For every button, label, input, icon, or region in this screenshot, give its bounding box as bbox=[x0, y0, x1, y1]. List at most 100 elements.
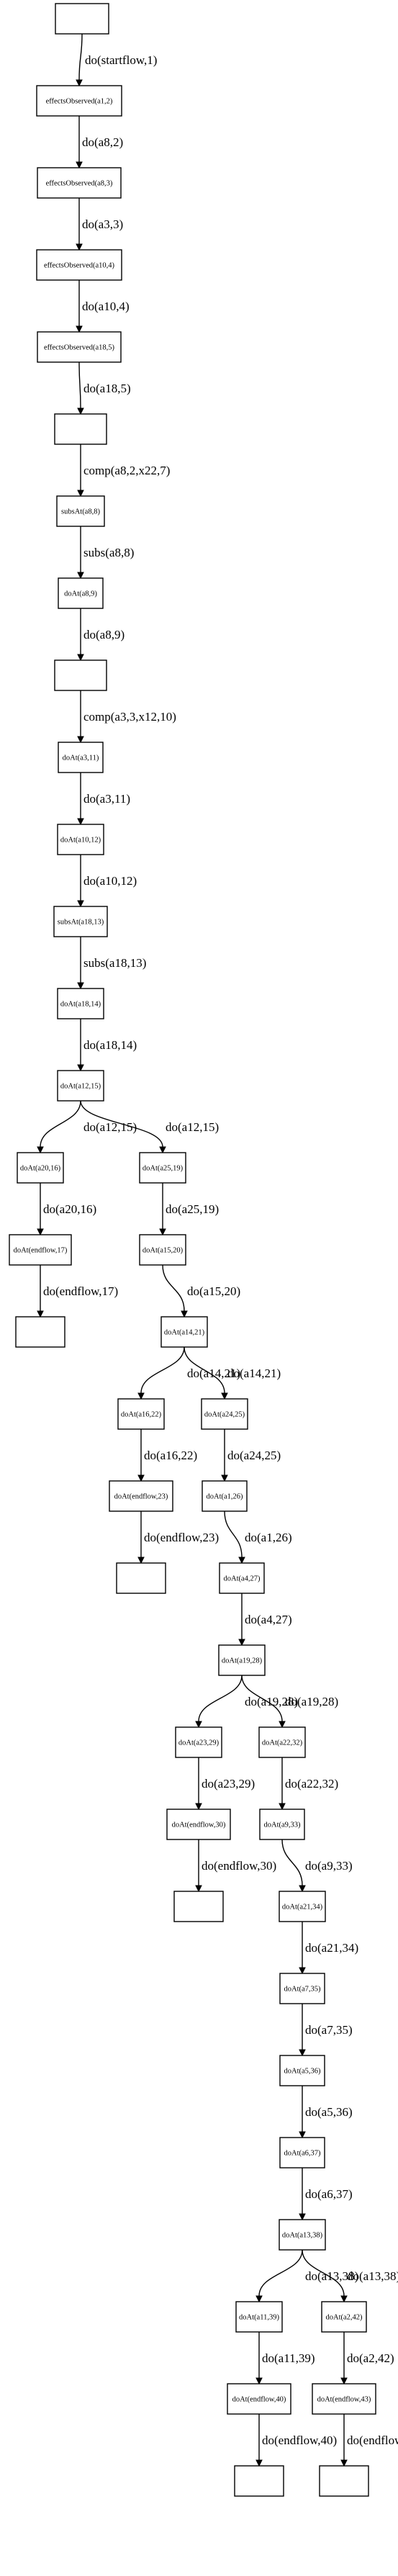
edge-line bbox=[78, 361, 81, 409]
node-box bbox=[202, 1480, 248, 1512]
node-label: doAt(a4,27) bbox=[223, 1575, 261, 1583]
edge-e31: do(a9,33) bbox=[281, 1839, 353, 1893]
edge-e37: do(a11,39) bbox=[255, 2332, 315, 2385]
edge-label: do(a3,3) bbox=[82, 217, 123, 231]
arrowhead bbox=[195, 1803, 202, 1811]
edge-e36: do(a13,38) bbox=[255, 2249, 358, 2303]
node-label: doAt(a25,19) bbox=[143, 1165, 184, 1173]
edge-label: do(a10,4) bbox=[82, 300, 130, 313]
edge-e19: do(a14,21) bbox=[137, 1346, 240, 1400]
arrowhead bbox=[299, 2049, 306, 2057]
edge-e34: do(a5,36) bbox=[299, 2086, 353, 2139]
edge-e12: do(a18,14) bbox=[77, 1019, 137, 1072]
node-box bbox=[219, 1562, 265, 1594]
arrowhead bbox=[37, 1228, 44, 1236]
arrowhead bbox=[181, 1310, 188, 1318]
edge-line bbox=[281, 1839, 303, 1886]
edge-label: do(a14,21) bbox=[187, 1366, 240, 1380]
arrowhead bbox=[255, 2295, 263, 2303]
arrowhead bbox=[76, 79, 83, 87]
node-n12: doAt(a18,14) bbox=[57, 988, 104, 1019]
node-label: doAt(a21,34) bbox=[282, 1904, 323, 1911]
node-box bbox=[227, 2383, 291, 2415]
node-label: doAt(a18,14) bbox=[60, 1001, 101, 1009]
node-box bbox=[55, 3, 109, 35]
node-n19: doAt(a14,21) bbox=[160, 1316, 208, 1348]
node-label: doAt(a20,16) bbox=[20, 1165, 61, 1173]
node-n18: doAt(a15,20) bbox=[139, 1234, 186, 1266]
edge-line bbox=[184, 1346, 225, 1394]
node-n23: doAt(a24,25) bbox=[201, 1398, 248, 1430]
node-n25: doAt(a4,27) bbox=[219, 1562, 265, 1594]
edge-label: do(a19,28) bbox=[285, 1695, 338, 1708]
node-n40: doAt(a2,42) bbox=[321, 2301, 367, 2333]
edge-label: do(endflow,23) bbox=[144, 1531, 219, 1544]
arrowhead bbox=[77, 407, 84, 415]
node-n0 bbox=[55, 3, 109, 35]
node-box bbox=[173, 1891, 224, 1922]
node-box bbox=[58, 742, 104, 773]
edge-line bbox=[162, 1264, 185, 1312]
arrowhead bbox=[255, 2377, 263, 2385]
edge-e15: do(endflow,17) bbox=[37, 1265, 118, 1318]
arrowhead bbox=[77, 736, 84, 744]
edge-label: do(a20,16) bbox=[43, 1202, 96, 1216]
edge-label: do(startflow,1) bbox=[85, 53, 157, 67]
node-label: doAt(endflow,43) bbox=[317, 2396, 371, 2404]
node-label: doAt(a9,33) bbox=[263, 1821, 301, 1829]
node-label: doAt(a8,9) bbox=[64, 590, 97, 598]
edge-e39: do(a13,38) bbox=[302, 2249, 398, 2303]
edge-label: do(a2,42) bbox=[347, 2351, 394, 2365]
node-box bbox=[54, 413, 107, 445]
node-n38: doAt(endflow,40) bbox=[227, 2383, 291, 2415]
node-box bbox=[37, 167, 122, 199]
edge-e5: comp(a8,2,x22,7) bbox=[77, 444, 170, 497]
arrowhead bbox=[137, 1392, 145, 1400]
edge-line bbox=[198, 1675, 243, 1722]
node-label: subsAt(a8,8) bbox=[61, 508, 100, 516]
node-label: doAt(a16,22) bbox=[121, 1411, 162, 1419]
node-box bbox=[166, 1809, 231, 1840]
node-box bbox=[58, 577, 104, 609]
edge-e4: do(a18,5) bbox=[77, 361, 131, 415]
node-label: doAt(a11,39) bbox=[239, 2314, 279, 2322]
edge-e11: subs(a18,13) bbox=[77, 937, 146, 990]
edge-e18: do(a15,20) bbox=[162, 1264, 240, 1318]
edge-label: subs(a8,8) bbox=[83, 546, 134, 559]
node-box bbox=[279, 1973, 325, 2004]
node-label: doAt(a24,25) bbox=[204, 1411, 245, 1419]
node-n15: doAt(endflow,17) bbox=[9, 1234, 72, 1266]
node-n1: effectsObserved(a1,2) bbox=[36, 85, 122, 117]
node-label: doAt(a22,32) bbox=[262, 1739, 303, 1747]
arrowhead bbox=[137, 1557, 145, 1564]
node-label: effectsObserved(a1,2) bbox=[46, 98, 113, 106]
edge-label: do(a4,27) bbox=[245, 1613, 292, 1626]
node-box bbox=[175, 1726, 222, 1758]
edge-line bbox=[241, 1675, 283, 1722]
node-box bbox=[37, 331, 122, 363]
node-box bbox=[235, 2301, 283, 2333]
edge-label: do(endflow,30) bbox=[202, 1859, 276, 1873]
edge-label: do(a18,14) bbox=[83, 1038, 137, 1052]
edge-label: do(a5,36) bbox=[305, 2105, 353, 2119]
edge-label: comp(a8,2,x22,7) bbox=[83, 464, 170, 477]
edge-line bbox=[140, 1346, 185, 1394]
node-label: doAt(a23,29) bbox=[178, 1739, 220, 1747]
edge-e3: do(a10,4) bbox=[76, 280, 130, 333]
edge-e13: do(a12,15) bbox=[37, 1100, 137, 1154]
edge-label: comp(a3,3,x12,10) bbox=[83, 710, 176, 724]
node-n30: doAt(a22,32) bbox=[258, 1726, 306, 1758]
arrowhead bbox=[340, 2459, 348, 2467]
node-box bbox=[36, 85, 122, 117]
node-label: doAt(a14,21) bbox=[164, 1329, 205, 1337]
node-label: doAt(endflow,30) bbox=[172, 1821, 226, 1829]
node-n36: doAt(a13,38) bbox=[279, 2219, 326, 2251]
edge-label: do(endflow,17) bbox=[43, 1284, 118, 1298]
node-box bbox=[321, 2301, 367, 2333]
node-label: effectsObserved(a18,5) bbox=[44, 344, 115, 352]
edge-line bbox=[302, 2249, 345, 2297]
node-label: doAt(a2,42) bbox=[325, 2314, 363, 2322]
node-n24: doAt(a1,26) bbox=[202, 1480, 248, 1512]
arrowhead bbox=[340, 2295, 348, 2303]
node-label: doAt(a3,11) bbox=[63, 755, 99, 762]
